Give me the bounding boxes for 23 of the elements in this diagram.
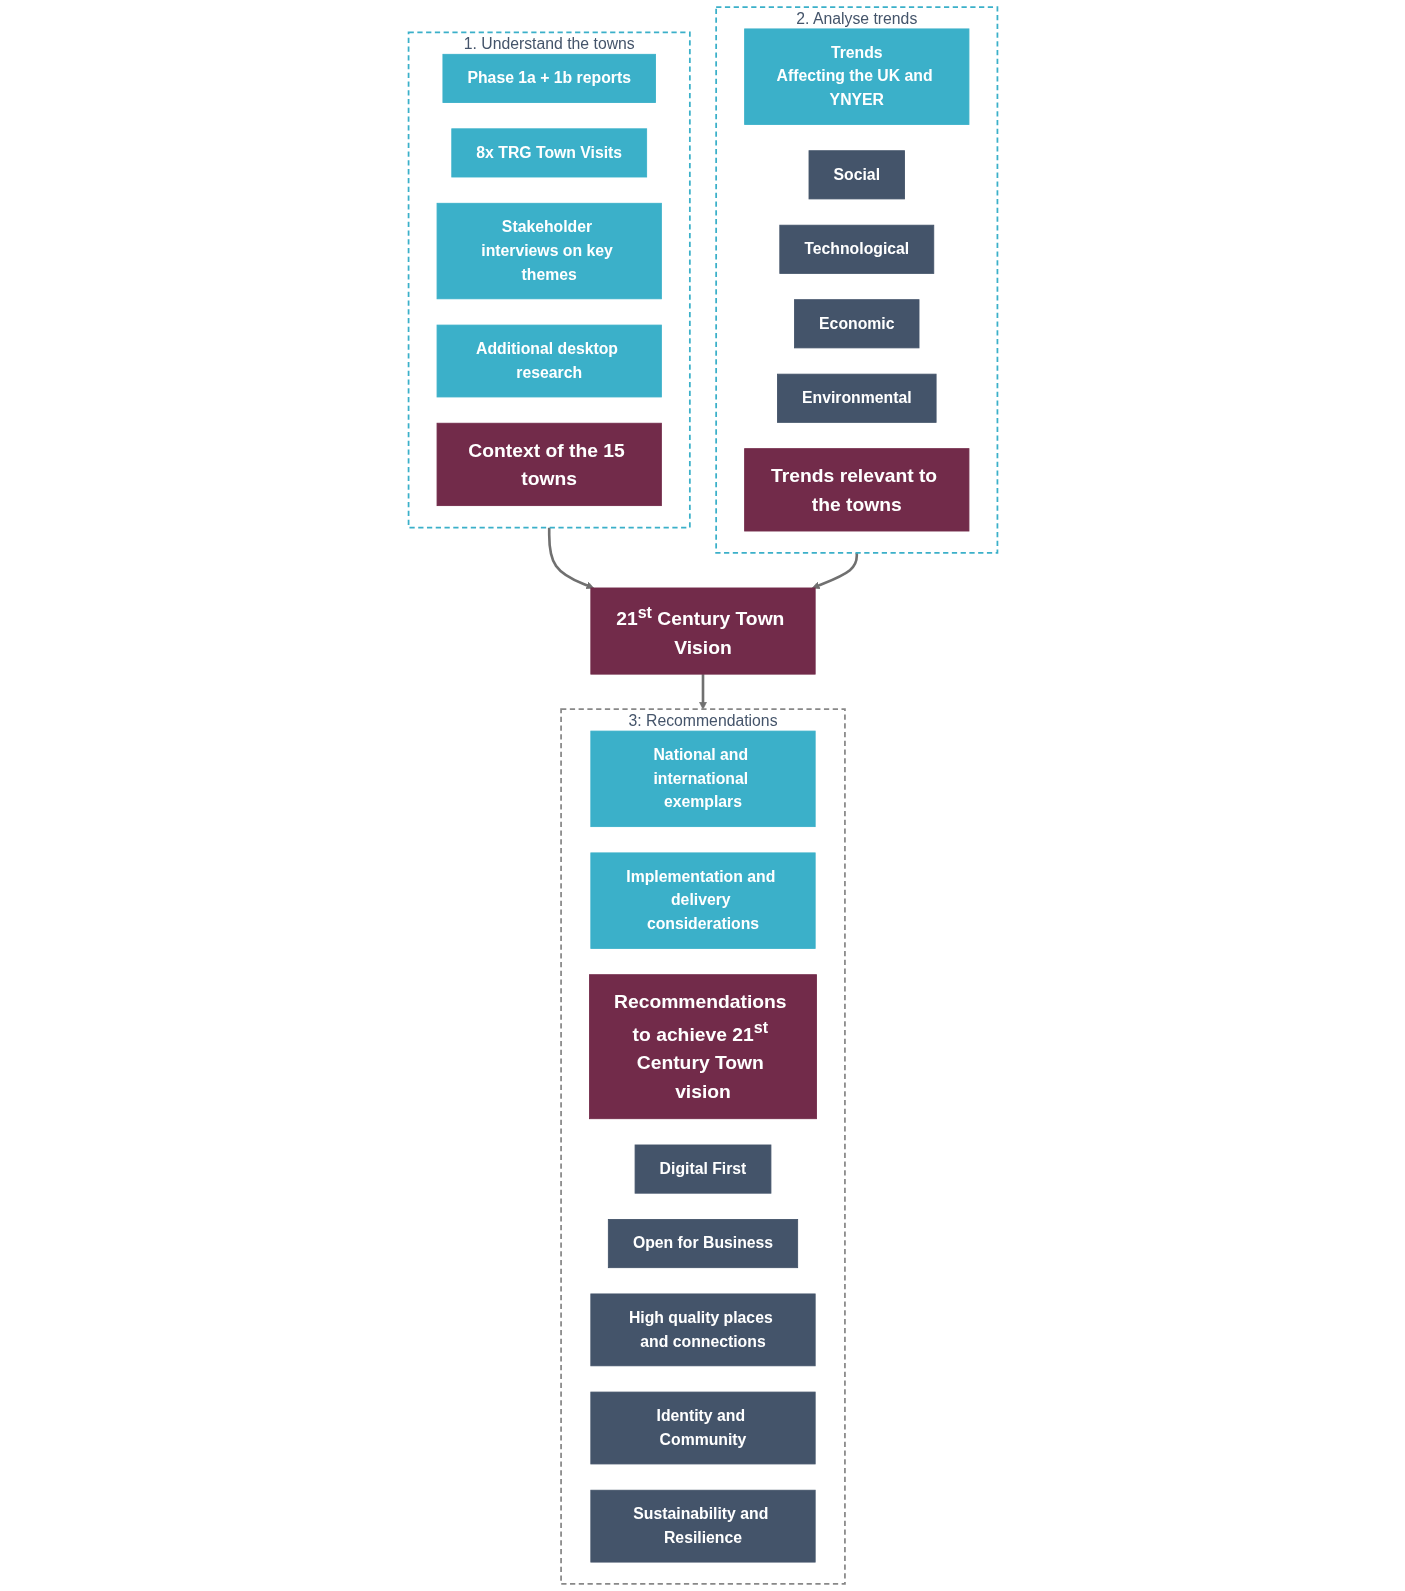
node-box: Additional desktop research — [436, 324, 662, 398]
node-box: 21$^{st}$ Century Town Vision — [589, 587, 816, 675]
node-box: Sustainability and Resilience — [589, 1489, 816, 1563]
node-box: High quality places and connections — [589, 1293, 816, 1367]
arrow — [698, 674, 707, 710]
node-box: National and international exemplars — [589, 730, 816, 828]
node-box: Context of the 15 towns — [436, 422, 662, 507]
node-box: Technological — [778, 224, 934, 274]
node-box: Identity and Community — [589, 1391, 816, 1465]
node-box: Phase 1a + 1b reports — [442, 53, 656, 103]
arrow — [811, 552, 858, 589]
node-box: Trends relevant to the towns — [743, 448, 969, 532]
node-box: Implementation and delivery considerations — [589, 852, 816, 949]
node-box: Environmental — [776, 373, 937, 423]
node-box: 8x TRG Town Visits — [450, 128, 647, 178]
node-box: Social — [808, 150, 905, 200]
arrow — [547, 527, 594, 589]
node-box: Digital First — [634, 1144, 771, 1194]
node-box: Open for Business — [607, 1219, 798, 1269]
node-box: Recommendations to achieve 21$^{st}$ Century Town vision — [588, 974, 817, 1120]
node-box: Trends Affecting the UK and YNYER — [743, 28, 969, 125]
node-box: Stakeholder interviews on key themes — [436, 202, 662, 300]
node-box: Economic — [793, 299, 919, 349]
